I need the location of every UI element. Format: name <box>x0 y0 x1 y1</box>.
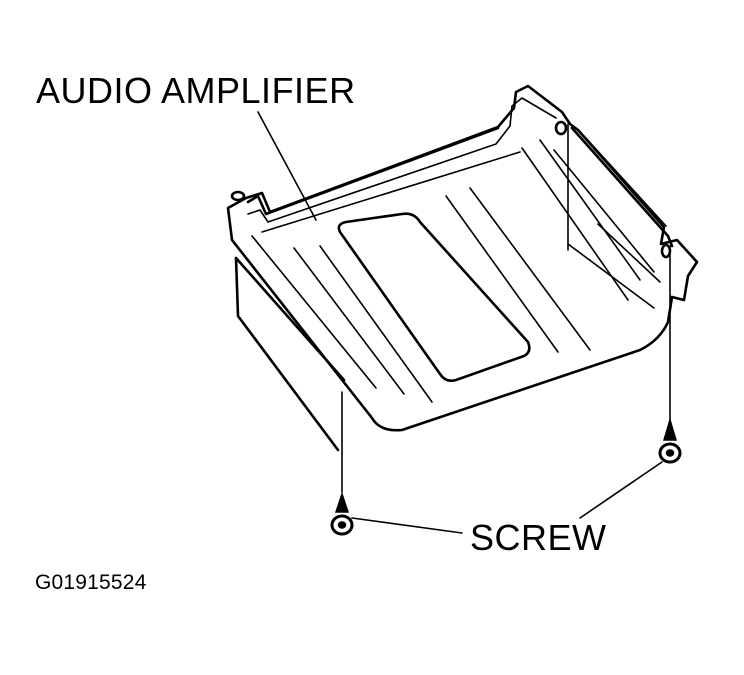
amplifier-contour-9 <box>261 151 521 233</box>
amplifier-contour-5 <box>469 187 591 351</box>
amplifier-left-side-bottom <box>234 256 346 382</box>
amplifier-right-flange-inner <box>583 135 667 227</box>
amplifier-contour-7 <box>539 139 641 281</box>
screw-leader-right <box>579 461 663 519</box>
amplifier-leader-line <box>257 111 317 221</box>
amplifier-rim-inner <box>247 97 557 223</box>
amplifier-right-flange <box>570 126 674 248</box>
screw-right-recess <box>665 449 675 457</box>
mounting-hole-right <box>660 243 672 259</box>
amplifier-contour-10 <box>567 243 655 309</box>
screw-right-tip <box>662 417 678 441</box>
screw-left <box>330 491 354 536</box>
amplifier-contour-1 <box>251 235 377 389</box>
amplifier-bottom-plate <box>226 84 699 432</box>
screw-right <box>658 417 682 464</box>
amplifier-contour-4 <box>445 195 559 353</box>
figure-id-label: G01915524 <box>35 571 147 594</box>
screw-left-tip <box>334 491 350 513</box>
amplifier-left-side <box>234 256 340 452</box>
mounting-hole-rear <box>554 120 568 136</box>
amplifier-rim <box>246 126 500 216</box>
screw-label: SCREW <box>470 517 607 558</box>
amplifier-contour-8 <box>553 149 655 273</box>
amplifier-contour-2 <box>293 247 405 395</box>
screw-leader-left <box>351 517 463 534</box>
amplifier-contour-11 <box>597 223 661 283</box>
amplifier-panel <box>337 212 531 383</box>
screw-left-recess <box>337 521 347 529</box>
amplifier-contour-3 <box>319 245 433 403</box>
amplifier-housing <box>226 84 699 452</box>
mounting-hole-left <box>230 190 246 202</box>
audio-amplifier-label: AUDIO AMPLIFIER <box>36 70 356 111</box>
